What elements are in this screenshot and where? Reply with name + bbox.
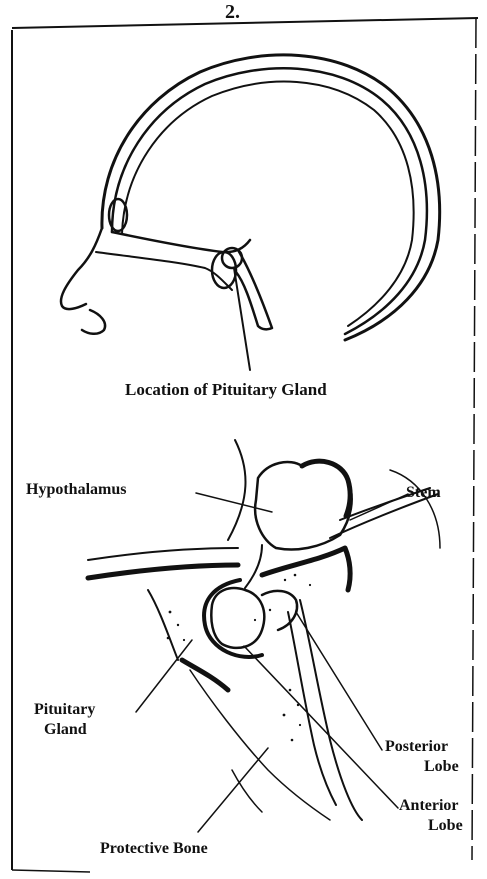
label-posterior-lobe-2: Lobe [424,758,459,775]
protective-bone-leader [198,748,268,832]
anterior-lobe-leader [244,646,398,808]
posterior-lobe-shape [262,591,297,630]
hypothalamus-leader [196,493,272,512]
sella-cavity [204,580,262,657]
head-profile-illustration [61,55,440,370]
face-profile [61,228,102,309]
dorsum-sellae [262,548,350,590]
label-anterior-lobe-1: Anterior [399,797,459,814]
brain-floor-upper [88,548,238,560]
bone-wedge-left-dark [182,660,228,690]
label-anterior-lobe-2: Lobe [428,817,463,834]
protective-bone-right-inner [288,612,336,805]
bone-wedge-left [148,590,178,660]
posterior-lobe-leader [296,612,382,750]
skull-inner-2 [122,82,414,326]
label-posterior-lobe-1: Posterior [385,738,448,755]
brain-arc [228,440,245,540]
skull-inner-1 [112,68,427,334]
label-protective-bone: Protective Bone [100,840,208,857]
hypothalamus-shape [255,461,352,549]
top-caption: Location of Pituitary Gland [125,380,327,399]
stem-descender [245,545,262,588]
pituitary-gland-leader [136,640,192,712]
anterior-lobe-shape [211,588,264,648]
pituitary-detail-illustration [88,440,440,832]
page-label: 2. [225,1,240,23]
protective-bone-left [190,670,330,820]
skull-outer [102,55,440,340]
label-hypothalamus: Hypothalamus [26,481,126,498]
protective-bone-bottom [232,770,262,812]
label-pituitary-gland-1: Pituitary [34,701,95,718]
label-pituitary-gland-2: Gland [44,721,87,738]
label-stem: Stem [406,484,441,501]
nostril [82,310,105,334]
hypothalamus-dark-edge [302,461,350,516]
brain-floor [88,565,238,578]
